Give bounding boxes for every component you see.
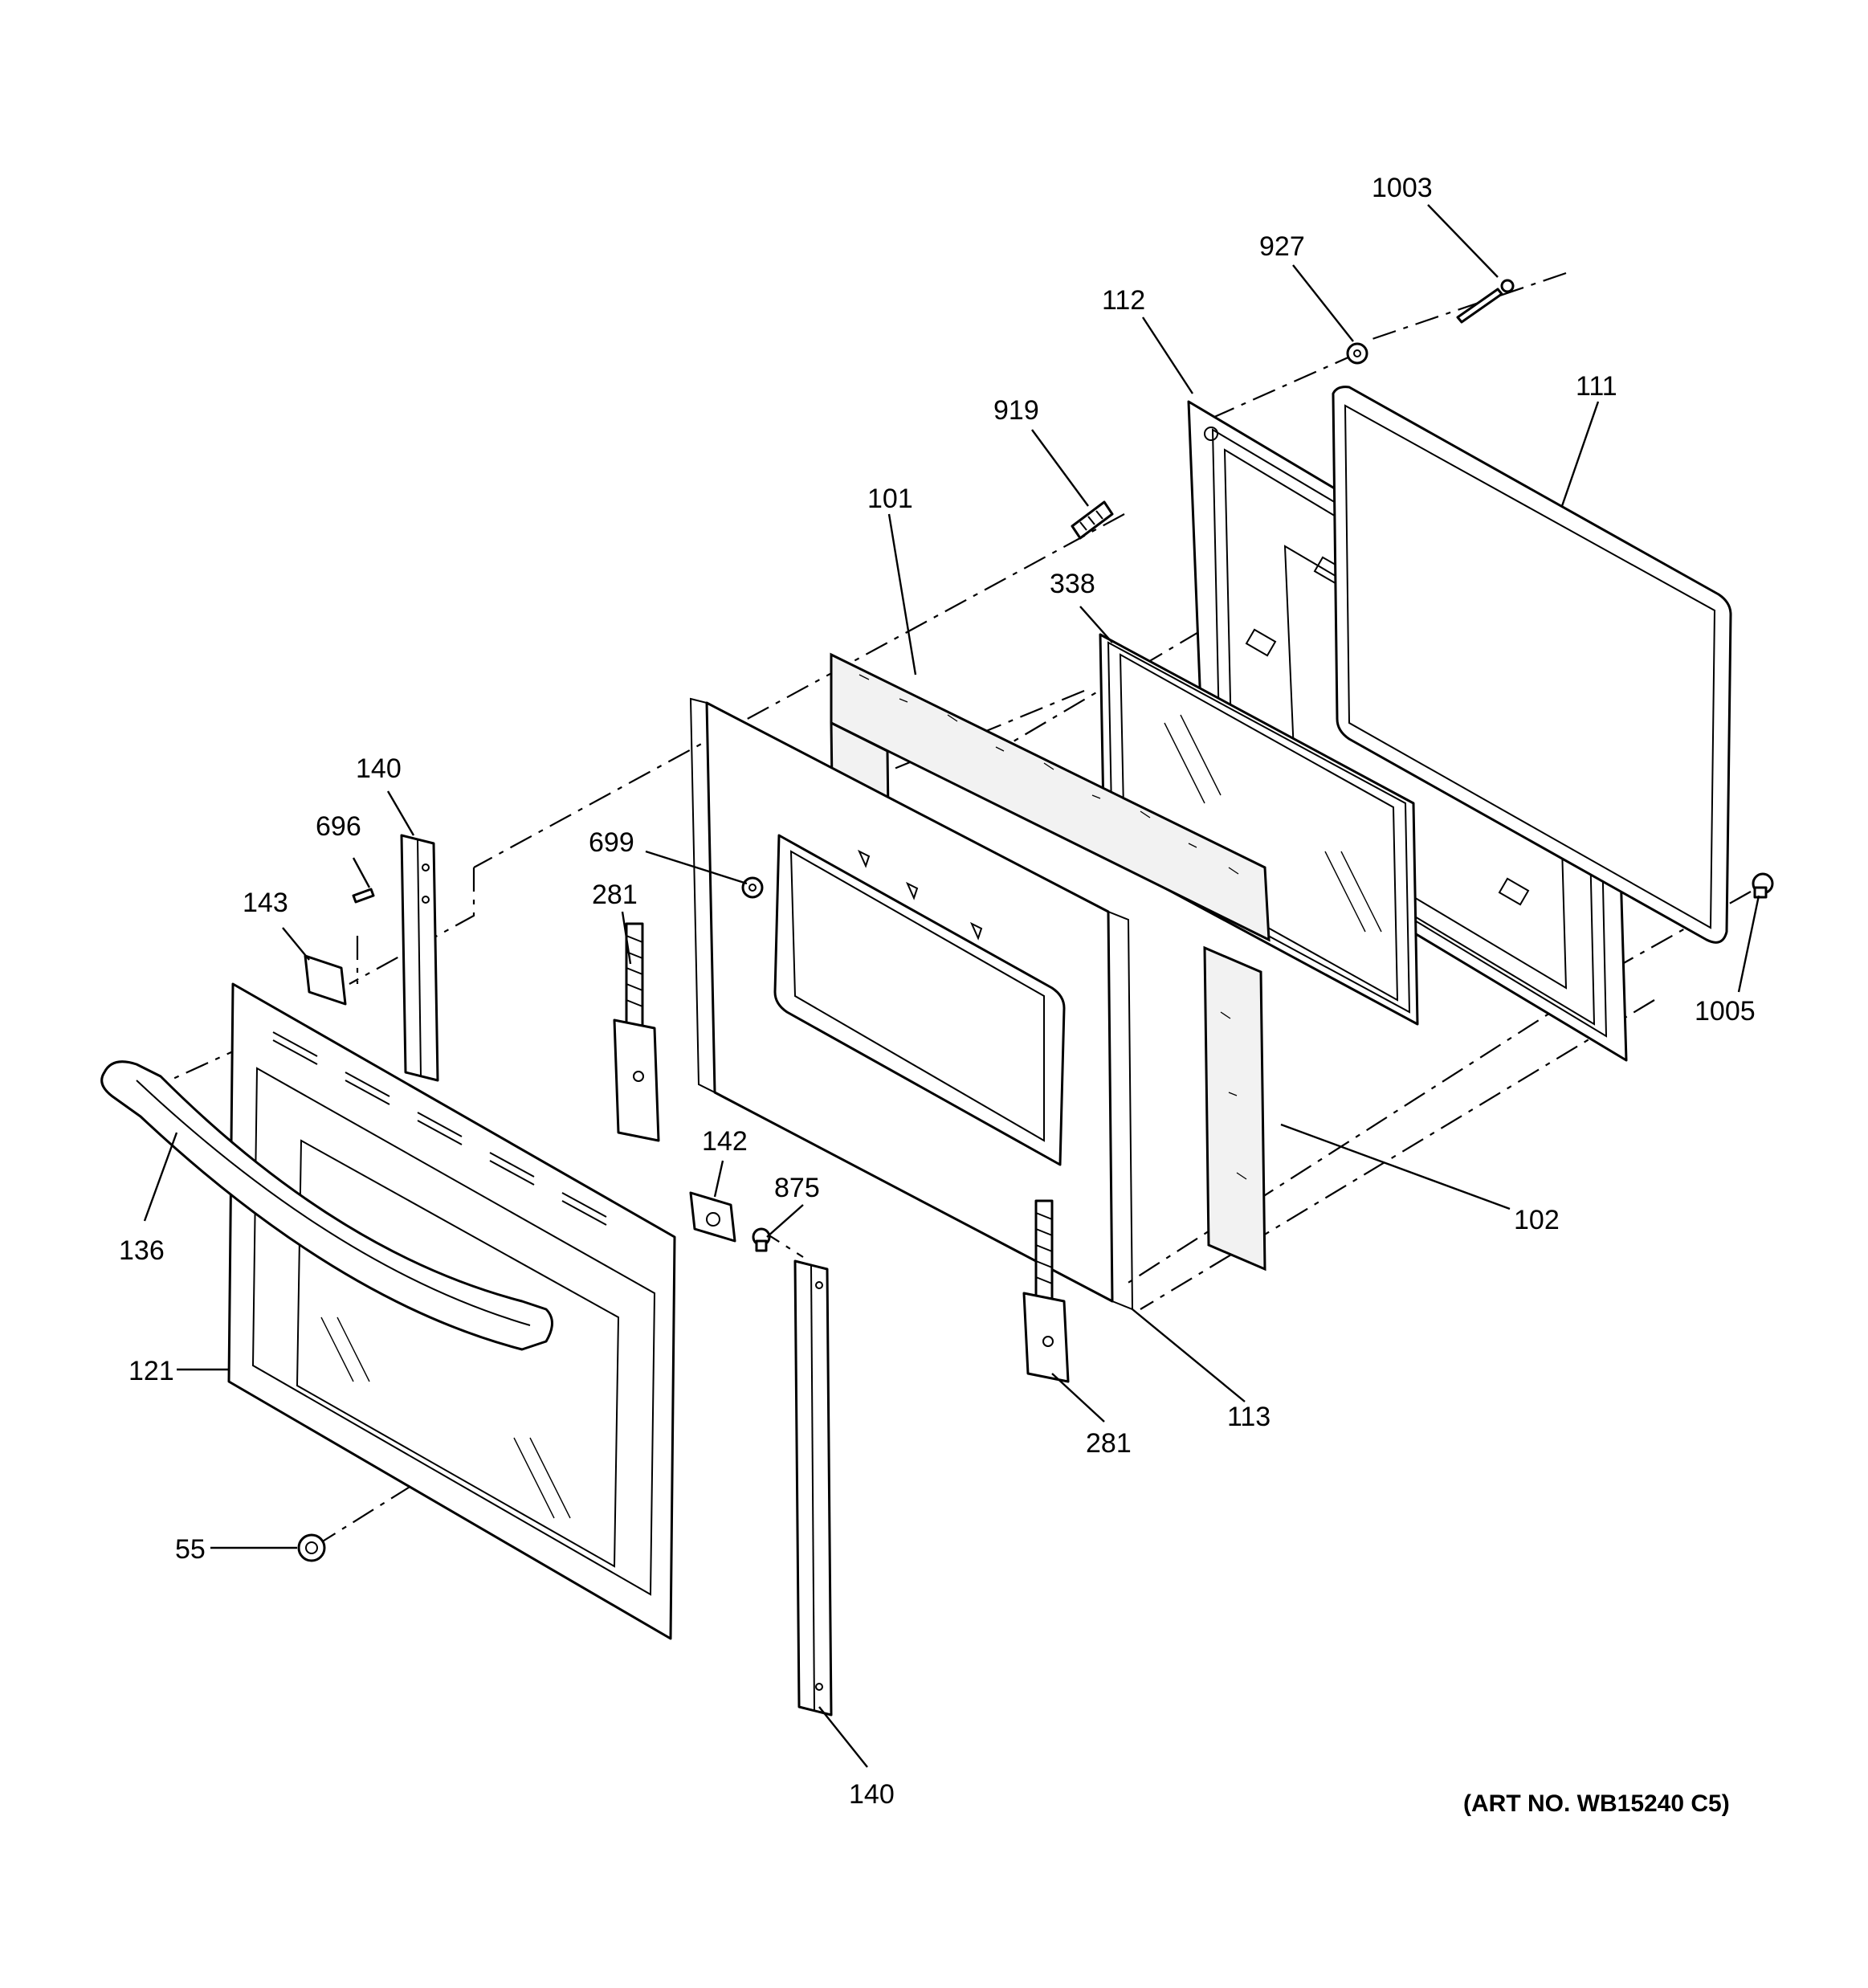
door-gasket-111	[1332, 386, 1732, 944]
callout-112: 112	[1102, 285, 1145, 316]
callout-875: 875	[774, 1173, 820, 1203]
hardware-parts	[297, 279, 1774, 1562]
hinge-281-right	[1022, 1199, 1070, 1383]
leader-lines	[143, 204, 1760, 1768]
bracket-143	[304, 954, 347, 1006]
callout-338: 338	[1050, 569, 1095, 599]
callout-labels: 1003 927 112 111 919 101 338 140 696 699…	[119, 173, 1756, 1810]
bracket-142	[689, 1191, 736, 1243]
callout-927: 927	[1259, 231, 1305, 262]
side-trim-140-bottom	[793, 1259, 833, 1717]
callout-281-right: 281	[1086, 1428, 1132, 1459]
spacer-919	[1071, 500, 1114, 540]
callout-142: 142	[702, 1126, 748, 1157]
callout-1005: 1005	[1695, 996, 1756, 1027]
door-handle-136	[100, 1060, 553, 1351]
callout-111: 111	[1576, 371, 1617, 402]
callout-136: 136	[119, 1235, 165, 1266]
side-trim-140-top	[400, 834, 439, 1082]
art-number: (ART NO. WB15240 C5)	[1463, 1790, 1730, 1817]
callout-696: 696	[316, 811, 361, 842]
callout-113: 113	[1227, 1402, 1270, 1432]
callout-143: 143	[243, 888, 288, 918]
callout-140-top: 140	[356, 753, 402, 784]
grommet-55	[297, 1533, 326, 1562]
hinge-281-left	[613, 922, 660, 1142]
window-glass-338	[1099, 633, 1419, 1026]
screw-696	[352, 888, 375, 904]
callout-140-bottom: 140	[849, 1779, 895, 1810]
callout-281-left: 281	[592, 880, 638, 910]
callout-101: 101	[867, 484, 913, 514]
callout-1003: 1003	[1372, 173, 1433, 203]
callout-102: 102	[1514, 1205, 1560, 1235]
callout-121: 121	[128, 1356, 174, 1386]
screw-699	[741, 876, 764, 899]
callout-699: 699	[589, 827, 634, 858]
screw-1003	[1456, 288, 1503, 324]
callout-55: 55	[175, 1534, 206, 1565]
callout-919: 919	[993, 395, 1039, 426]
washer-927	[1346, 342, 1368, 365]
